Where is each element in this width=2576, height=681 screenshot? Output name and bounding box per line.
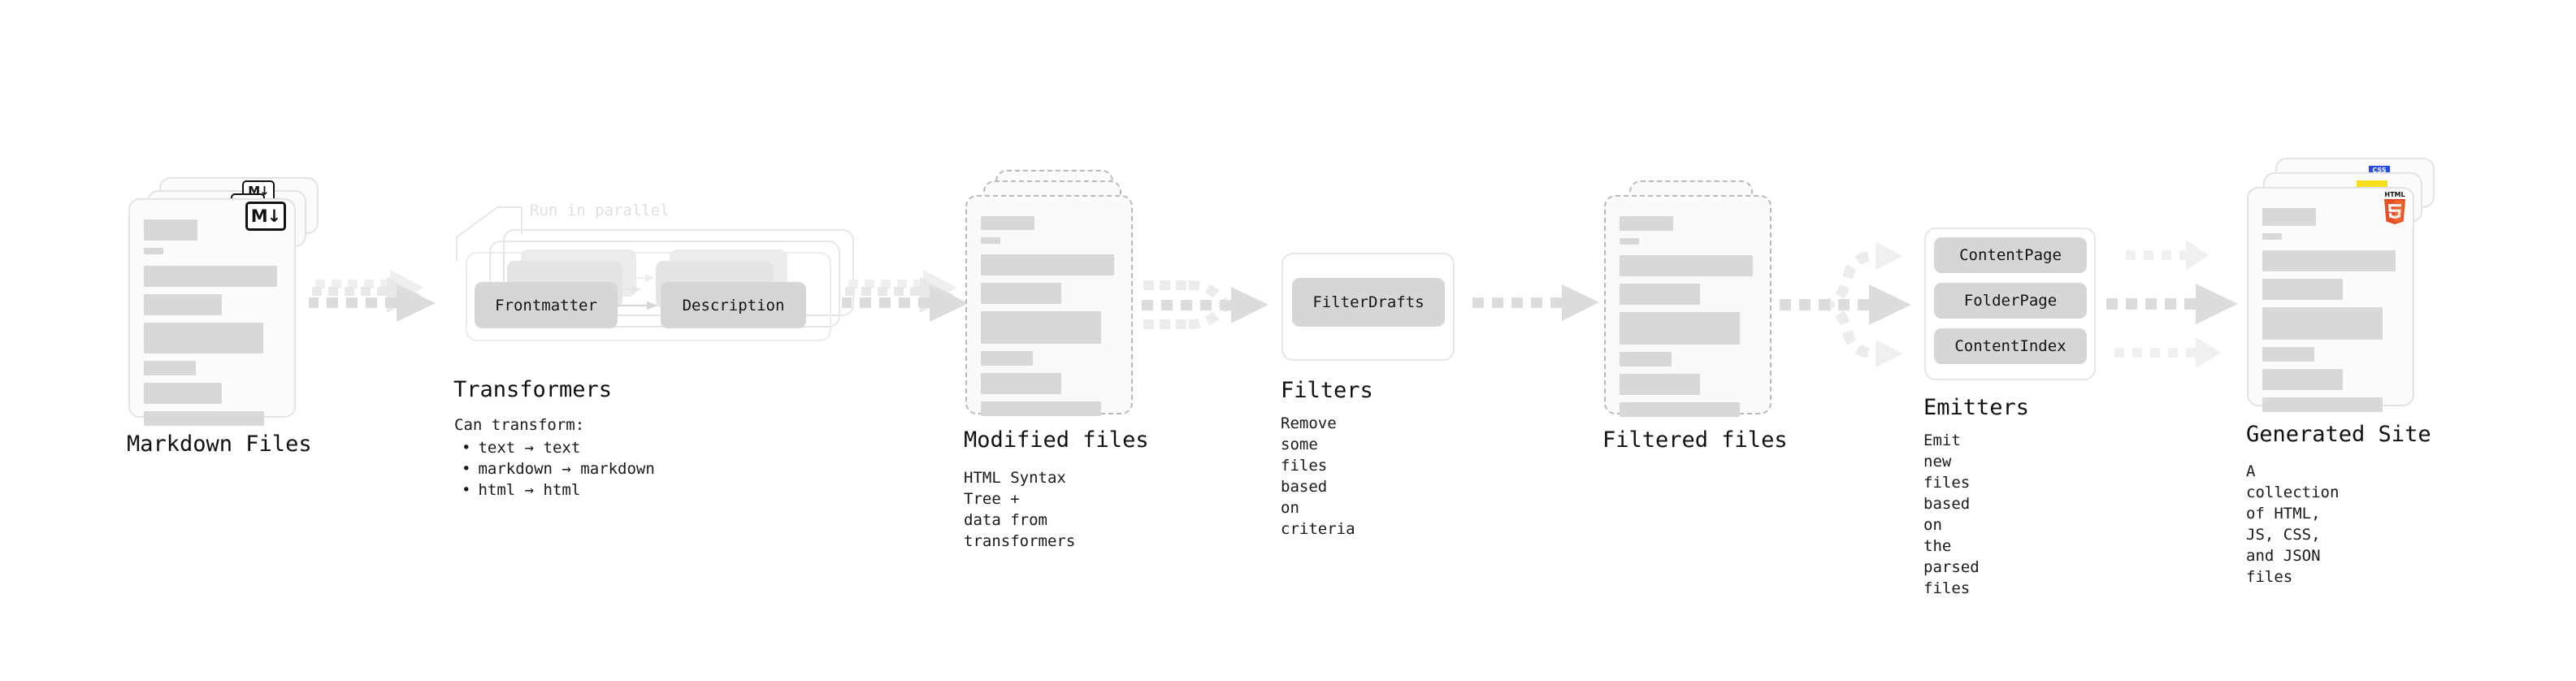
skeleton-bar bbox=[981, 283, 1061, 304]
arrow-filters-to-filtered bbox=[1472, 284, 1599, 321]
arrow-modified-to-filters bbox=[1142, 280, 1268, 329]
arrow-transformers-to-modified bbox=[842, 270, 969, 322]
filters-panel bbox=[1281, 253, 1455, 361]
emitter-chip-contentindex-label: ContentIndex bbox=[1954, 337, 2066, 355]
skeleton-bar bbox=[1620, 402, 1740, 417]
markdown-card-front bbox=[128, 198, 296, 426]
skeleton-bar bbox=[144, 219, 197, 241]
page-title-generated-site: Generated Site bbox=[2246, 422, 2431, 447]
filter-chip-filterdrafts[interactable]: FilterDrafts bbox=[1292, 278, 1445, 327]
emitter-chip-folderpage-label: FolderPage bbox=[1963, 292, 2058, 310]
emitter-chip-contentpage-label: ContentPage bbox=[1959, 246, 2062, 264]
skeleton-bar bbox=[144, 294, 222, 315]
skeleton-bar bbox=[144, 323, 263, 354]
skeleton-bar bbox=[981, 373, 1061, 394]
skeleton-bar bbox=[2262, 347, 2314, 362]
filtered-card-front bbox=[1604, 195, 1772, 417]
skeleton-bar bbox=[1620, 216, 1673, 231]
skeleton-bar bbox=[981, 237, 1000, 244]
skeleton-bar bbox=[2262, 397, 2383, 412]
skeleton-bar bbox=[1620, 284, 1700, 305]
skeleton-bar bbox=[981, 254, 1114, 275]
list-item: markdown → markdown bbox=[454, 458, 654, 479]
modified-card-content bbox=[981, 216, 1117, 423]
transformers-lead: Can transform: bbox=[454, 416, 585, 434]
transformer-chip-frontmatter[interactable]: Frontmatter bbox=[475, 282, 618, 328]
skeleton-bar bbox=[2262, 250, 2396, 271]
filtered-card-content bbox=[1620, 216, 1756, 424]
transformer-chip-description[interactable]: Description bbox=[661, 282, 806, 328]
skeleton-bar bbox=[1620, 255, 1753, 276]
transformer-chip-description-label: Description bbox=[682, 296, 785, 314]
skeleton-bar bbox=[144, 411, 264, 426]
html5-badge-label: HTML bbox=[2384, 191, 2405, 198]
transformer-panel-front bbox=[466, 252, 831, 341]
skeleton-bar bbox=[981, 311, 1101, 344]
skeleton-bar bbox=[144, 361, 196, 375]
css-badge-text: CSS bbox=[2372, 167, 2387, 174]
skeleton-bar bbox=[1620, 238, 1639, 245]
filters-description: Remove some files based on criteria bbox=[1281, 414, 1355, 538]
run-in-parallel-label: Run in parallel bbox=[530, 202, 670, 219]
page-title-filtered-files: Filtered files bbox=[1602, 427, 1788, 453]
modified-card-front bbox=[965, 195, 1133, 416]
markdown-card-content bbox=[144, 219, 280, 433]
transformers-bullet-list: text → text markdown → markdown html → h… bbox=[454, 437, 655, 501]
filter-chip-filterdrafts-label: FilterDrafts bbox=[1312, 293, 1425, 311]
page-title-transformers: Transformers bbox=[453, 377, 613, 402]
transformer-chip-frontmatter-label: Frontmatter bbox=[495, 296, 597, 314]
skeleton-bar bbox=[1620, 374, 1700, 395]
page-title-markdown-files: Markdown Files bbox=[127, 432, 312, 457]
list-item: html → html bbox=[454, 479, 655, 501]
transformer-arrow-front bbox=[611, 301, 658, 310]
arrow-emitters-to-site bbox=[2106, 240, 2238, 368]
site-card-front bbox=[2247, 187, 2414, 412]
run-in-parallel-bracket bbox=[456, 206, 523, 261]
markdown-badge: M↓ bbox=[245, 202, 286, 231]
markdown-badge-text: M↓ bbox=[250, 206, 281, 226]
emitter-chip-contentpage[interactable]: ContentPage bbox=[1934, 237, 2087, 273]
skeleton-bar bbox=[2262, 279, 2343, 300]
skeleton-bar bbox=[2262, 208, 2316, 226]
emitters-description: Emit new files based on the parsed files bbox=[1923, 432, 1980, 597]
skeleton-bar bbox=[144, 266, 277, 287]
emitters-panel bbox=[1924, 228, 2096, 380]
skeleton-bar bbox=[1620, 352, 1672, 367]
list-item: text → text bbox=[454, 437, 655, 458]
skeleton-bar bbox=[2262, 369, 2343, 390]
page-title-modified-files: Modified files bbox=[964, 427, 1149, 453]
site-card-content bbox=[2262, 208, 2399, 419]
page-title-emitters: Emitters bbox=[1923, 395, 2030, 420]
html5-shield-icon bbox=[2384, 199, 2405, 224]
skeleton-bar bbox=[981, 401, 1101, 416]
emitter-chip-contentindex[interactable]: ContentIndex bbox=[1934, 328, 2087, 364]
generated-site-description: A collection of HTML, JS, CSS, and JSON … bbox=[2246, 462, 2340, 586]
skeleton-bar bbox=[1620, 312, 1740, 345]
skeleton-bar bbox=[981, 216, 1034, 230]
page-title-filters: Filters bbox=[1281, 378, 1373, 403]
skeleton-bar bbox=[981, 351, 1033, 366]
skeleton-bar bbox=[2262, 233, 2282, 240]
arrow-filtered-to-emitters bbox=[1780, 242, 1911, 367]
skeleton-bar bbox=[144, 248, 163, 254]
html5-badge: HTML bbox=[2381, 192, 2409, 226]
skeleton-bar bbox=[144, 383, 222, 404]
emitter-chip-folderpage[interactable]: FolderPage bbox=[1934, 283, 2087, 319]
skeleton-bar bbox=[2262, 307, 2383, 340]
modified-files-description: HTML Syntax Tree + data from transformer… bbox=[964, 469, 1076, 550]
arrow-markdown-to-transformers bbox=[309, 270, 436, 322]
